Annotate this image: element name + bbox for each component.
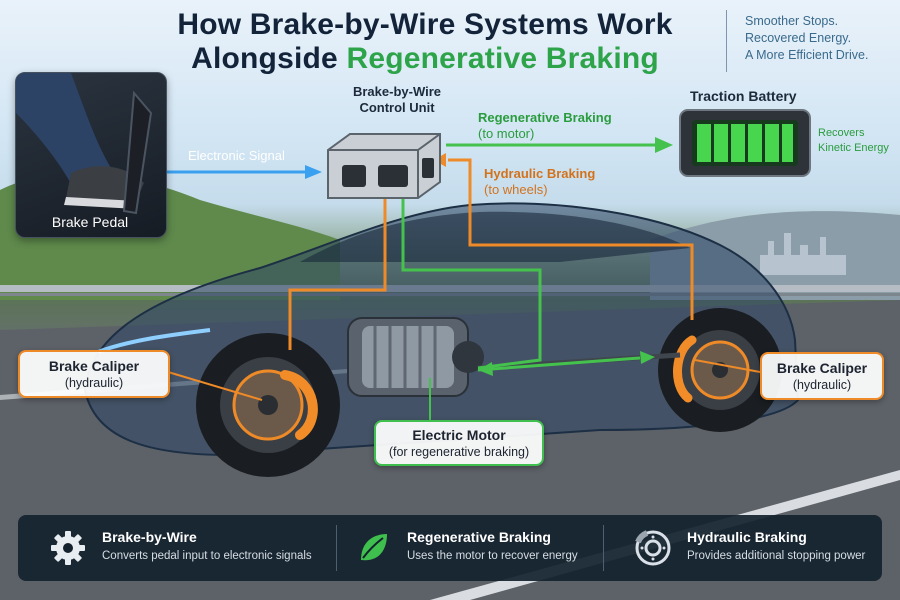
battery-title: Traction Battery <box>690 88 797 104</box>
hydraulic-front-line <box>288 198 387 350</box>
feature-divider <box>603 525 604 571</box>
motor-to-axle-line <box>477 356 641 372</box>
tagline-divider <box>726 10 727 72</box>
title-accent: Regenerative Braking <box>346 42 659 75</box>
control-unit-shape <box>327 133 441 199</box>
battery-note-2: Kinetic Energy <box>818 142 889 154</box>
brake-pedal-panel <box>15 72 167 238</box>
page-title-line1: How Brake-by-Wire Systems Work <box>177 8 673 41</box>
right-caliper-callout: Brake Caliper (hydraulic) <box>760 352 884 400</box>
leaf-icon <box>361 534 387 561</box>
hydraulic-rear-line <box>448 158 694 320</box>
feature-description: Converts pedal input to electronic signa… <box>102 550 312 562</box>
hydraulic-label-title: Hydraulic Braking <box>484 166 596 181</box>
feature-title: Regenerative Braking <box>407 529 551 545</box>
left-caliper-title: Brake Caliper <box>48 358 140 374</box>
gear-icon <box>51 531 85 565</box>
signal-arrow-head <box>305 165 322 179</box>
tagline-3: A More Efficient Drive. <box>745 48 869 62</box>
title-prefix: Alongside <box>191 42 338 75</box>
right-caliper-subtitle: (hydraulic) <box>792 378 852 392</box>
page-title-line2: Alongside Regenerative Braking <box>155 42 695 76</box>
traction-battery-shape <box>679 109 811 177</box>
feature-description: Uses the motor to recover energy <box>407 550 578 562</box>
foot-on-pedal-icon <box>16 73 153 215</box>
electric-motor-shape <box>347 317 484 397</box>
feature-hydraulic-braking: Hydraulic Braking Provides additional st… <box>623 515 878 581</box>
left-caliper-callout: Brake Caliper (hydraulic) <box>18 350 170 398</box>
feature-title: Hydraulic Braking <box>687 529 807 545</box>
rear-caliper-shape <box>672 335 697 403</box>
right-caliper-title: Brake Caliper <box>776 360 868 376</box>
brake-pedal-label: Brake Pedal <box>51 214 129 230</box>
tagline-1: Smoother Stops. <box>745 14 839 28</box>
feature-description: Provides additional stopping power <box>687 550 866 562</box>
tagline-2: Recovered Energy. <box>745 31 852 45</box>
feature-divider <box>336 525 337 571</box>
motor-title: Electric Motor <box>412 427 506 443</box>
electronic-signal-label: Electronic Signal <box>188 148 285 163</box>
battery-note-1: Recovers <box>818 127 865 139</box>
feature-title: Brake-by-Wire <box>102 529 197 545</box>
feature-regenerative-braking: Regenerative Braking Uses the motor to r… <box>343 515 603 581</box>
car-headlight <box>97 328 211 354</box>
regen-to-motor-line <box>401 198 542 370</box>
control-unit-label-2: Control Unit <box>359 100 435 115</box>
left-caliper-subtitle: (hydraulic) <box>64 376 124 390</box>
city-skyline <box>760 233 846 275</box>
regen-arrow-head <box>655 137 673 153</box>
car-window <box>300 211 690 262</box>
front-caliper-shape <box>280 370 318 440</box>
motor-callout: Electric Motor (for regenerative braking… <box>374 420 544 466</box>
hydraulic-label-sub: (to wheels) <box>484 182 548 197</box>
regen-label-title: Regenerative Braking <box>478 110 612 125</box>
brake-disc-icon <box>635 530 671 566</box>
regen-label-sub: (to motor) <box>478 126 535 141</box>
feature-panel: Brake-by-Wire Converts pedal input to el… <box>18 515 882 581</box>
feature-brake-by-wire: Brake-by-Wire Converts pedal input to el… <box>38 515 328 581</box>
motor-subtitle: (for regenerative braking) <box>388 445 530 459</box>
control-unit-label-1: Brake-by-Wire <box>352 84 442 99</box>
left-caliper-leader <box>167 371 263 401</box>
right-caliper-leader <box>694 359 761 373</box>
